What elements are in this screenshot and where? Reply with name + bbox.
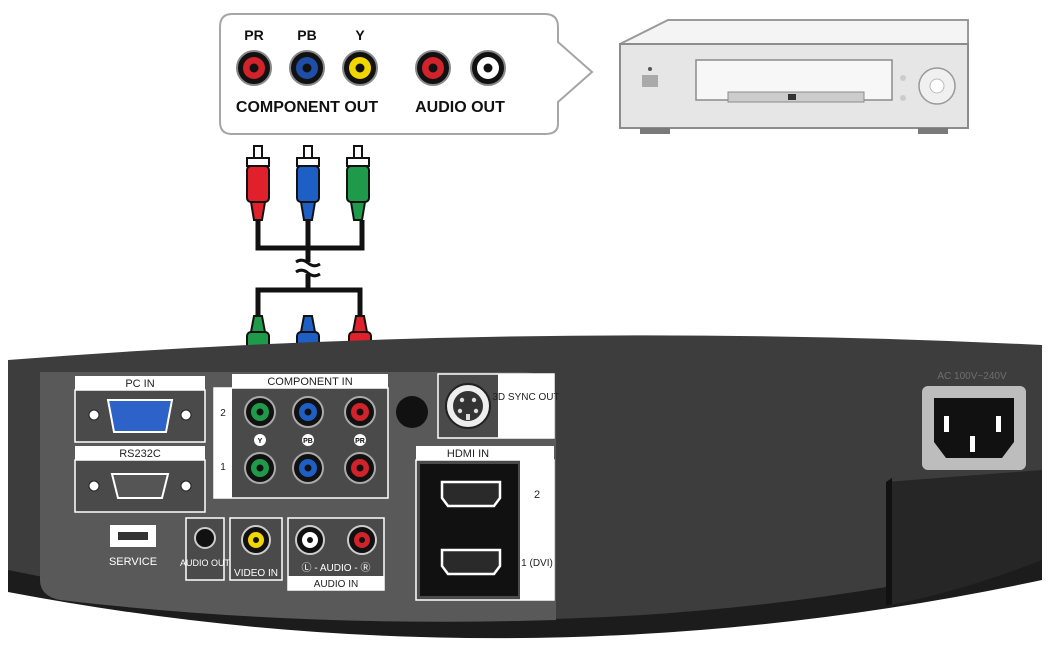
top-plug-1 [246, 145, 270, 221]
top-plug-3 [346, 145, 370, 221]
cable-wires [255, 220, 365, 320]
svg-text:Y: Y [258, 438, 263, 445]
video-in-port-group: VIDEO IN [229, 517, 283, 581]
component-out-jack-label-2: PB [297, 27, 316, 43]
sync-3d-port-group: 3D SYNC OUT [437, 373, 560, 439]
vga-port[interactable] [106, 399, 174, 433]
source-device [619, 19, 969, 134]
audio-out-jacks [415, 50, 506, 86]
component-in-jack-row1-3[interactable] [344, 452, 376, 484]
component-out-jack-3[interactable] [342, 50, 378, 86]
rs232c-port-group: RS232C [74, 446, 206, 513]
audio-out-jack-2[interactable] [470, 50, 506, 86]
service-port-group: SERVICE [109, 525, 157, 568]
component-in-jacks: Y PB PR [244, 396, 376, 484]
svg-text:PR: PR [355, 438, 365, 445]
rs232c-label: RS232C [119, 448, 161, 460]
hdmi-in-label: HDMI IN [447, 448, 489, 460]
audio-out-port-group: AUDIO OUT [180, 517, 231, 581]
rear-panel: PC IN RS232C SERVICE AUDIO OUT [8, 335, 1042, 639]
component-channel-label-2: PB [302, 434, 314, 446]
component-in-jack-row1-2[interactable] [292, 452, 324, 484]
component-out-jack-1[interactable] [236, 50, 272, 86]
sync-3d-label: 3D SYNC OUT [492, 392, 559, 403]
top-plug-2 [296, 145, 320, 221]
service-label: SERVICE [109, 556, 157, 568]
component-out-jack-label-1: PR [244, 27, 263, 43]
svg-text:PB: PB [303, 438, 313, 445]
component-row-1-label: 1 [220, 462, 226, 473]
component-in-jack-row2-3[interactable] [344, 396, 376, 428]
hdmi-port-1[interactable] [440, 548, 502, 576]
hdmi-port-1-label: 1 (DVI) [521, 558, 553, 569]
audio-in-label: AUDIO IN [314, 579, 358, 590]
audio-out-jack[interactable] [194, 527, 216, 549]
audio-out-jack-1[interactable] [415, 50, 451, 86]
hdmi-port-2-label: 2 [534, 489, 540, 501]
component-out-jack-label-3: Y [355, 27, 365, 43]
audio-in-port-group: Ⓛ - AUDIO - Ⓡ AUDIO IN [287, 517, 385, 591]
panel-knob [396, 396, 428, 428]
hdmi-in-port-group: HDMI IN 2 1 (DVI) [415, 446, 555, 601]
component-out-label: COMPONENT OUT [236, 99, 378, 116]
source-output-callout: PR PB Y COMPONENT OUT AUDIO OUT [219, 13, 594, 135]
video-in-label: VIDEO IN [234, 568, 278, 579]
component-channel-label-3: PR [354, 434, 366, 446]
audio-in-channel-label: Ⓛ - AUDIO - Ⓡ [302, 562, 371, 574]
rs232c-port[interactable] [110, 473, 170, 499]
component-channel-label-1: Y [254, 434, 266, 446]
component-in-jack-row1-1[interactable] [244, 452, 276, 484]
component-row-2-label: 2 [220, 408, 226, 419]
component-out-jack-2[interactable] [289, 50, 325, 86]
component-in-jack-row2-1[interactable] [244, 396, 276, 428]
audio-out-label: AUDIO OUT [180, 558, 231, 568]
pc-in-label: PC IN [125, 378, 154, 390]
component-in-label: COMPONENT IN [267, 376, 352, 388]
hdmi-port-2[interactable] [440, 480, 502, 508]
component-out-jacks: PR PB Y [236, 27, 378, 86]
power-inlet-group: AC 100V~240V [922, 371, 1026, 470]
audio-out-label: AUDIO OUT [415, 99, 505, 116]
component-in-port-group: COMPONENT IN 2 1 Y PB PR [213, 374, 389, 499]
cable-top-plugs [246, 145, 370, 221]
power-inlet[interactable] [934, 398, 1014, 458]
pc-in-port-group: PC IN [74, 376, 206, 443]
component-in-jack-row2-2[interactable] [292, 396, 324, 428]
power-label: AC 100V~240V [937, 371, 1007, 382]
